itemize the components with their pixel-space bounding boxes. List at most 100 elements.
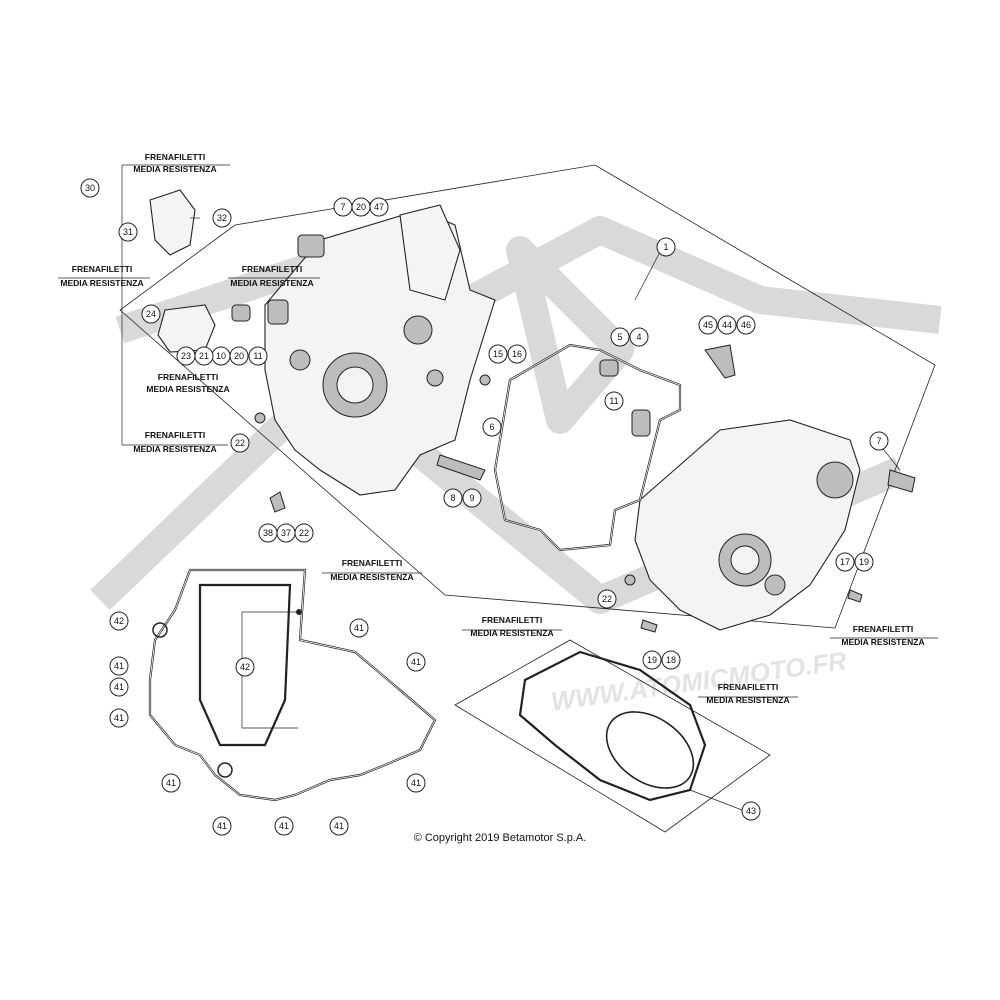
- callout-38[interactable]: 38: [258, 523, 278, 543]
- threadlocker-notes: FRENAFILETTI MEDIA RESISTENZA FRENAFILET…: [58, 152, 938, 705]
- svg-text:41: 41: [334, 821, 344, 831]
- callout-20-left[interactable]: 20: [229, 346, 249, 366]
- note-left-2: FRENAFILETTI MEDIA RESISTENZA: [228, 264, 320, 288]
- callout-41-j[interactable]: 41: [329, 816, 349, 836]
- callout-41-c[interactable]: 41: [109, 656, 129, 676]
- callout-7-right[interactable]: 7: [869, 431, 889, 451]
- svg-text:MEDIA RESISTENZA: MEDIA RESISTENZA: [470, 628, 553, 638]
- svg-text:43: 43: [746, 806, 756, 816]
- callout-41-a[interactable]: 41: [349, 618, 369, 638]
- callout-46[interactable]: 46: [736, 315, 756, 335]
- svg-text:9: 9: [469, 493, 474, 503]
- callout-42-left[interactable]: 42: [109, 611, 129, 631]
- callout-41-b[interactable]: 41: [406, 652, 426, 672]
- svg-text:FRENAFILETTI: FRENAFILETTI: [242, 264, 302, 274]
- callout-17[interactable]: 17: [835, 552, 855, 572]
- svg-text:23: 23: [181, 351, 191, 361]
- callout-8[interactable]: 8: [443, 488, 463, 508]
- svg-text:8: 8: [450, 493, 455, 503]
- svg-text:30: 30: [85, 183, 95, 193]
- callout-19-bottom[interactable]: 19: [642, 650, 662, 670]
- callout-22-right[interactable]: 22: [597, 589, 617, 609]
- note-left-1: FRENAFILETTI MEDIA RESISTENZA: [58, 264, 150, 288]
- svg-text:44: 44: [722, 320, 732, 330]
- svg-text:41: 41: [279, 821, 289, 831]
- callout-37[interactable]: 37: [276, 523, 296, 543]
- callout-10[interactable]: 10: [211, 346, 231, 366]
- svg-text:MEDIA RESISTENZA: MEDIA RESISTENZA: [706, 695, 789, 705]
- right-crankcase-half: [634, 419, 916, 631]
- callout-30[interactable]: 30: [80, 178, 100, 198]
- callout-41-h[interactable]: 41: [212, 816, 232, 836]
- svg-text:31: 31: [123, 227, 133, 237]
- svg-text:4: 4: [636, 332, 641, 342]
- callout-41-k[interactable]: 41: [0, 0, 302, 615]
- callout-11-left[interactable]: 11: [248, 346, 268, 366]
- callout-4[interactable]: 4: [629, 327, 649, 347]
- callout-43[interactable]: 43: [741, 801, 761, 821]
- svg-text:37: 37: [281, 528, 291, 538]
- svg-text:41: 41: [217, 821, 227, 831]
- svg-text:MEDIA RESISTENZA: MEDIA RESISTENZA: [230, 278, 313, 288]
- note-center-right: FRENAFILETTI MEDIA RESISTENZA: [462, 615, 562, 638]
- svg-text:FRENAFILETTI: FRENAFILETTI: [72, 264, 132, 274]
- callout-6[interactable]: 6: [482, 417, 502, 437]
- svg-text:24: 24: [146, 309, 156, 319]
- note-top-left: FRENAFILETTI MEDIA RESISTENZA: [122, 152, 230, 174]
- callout-47[interactable]: 47: [369, 197, 389, 217]
- svg-text:42: 42: [114, 616, 124, 626]
- callout-18[interactable]: 18: [661, 650, 681, 670]
- svg-text:41: 41: [166, 778, 176, 788]
- svg-text:11: 11: [253, 351, 262, 361]
- callout-24[interactable]: 24: [141, 304, 161, 324]
- callout-7-top[interactable]: 7: [333, 197, 353, 217]
- svg-text:6: 6: [489, 422, 494, 432]
- svg-text:20: 20: [356, 202, 366, 212]
- callout-41-g[interactable]: 41: [406, 773, 426, 793]
- svg-text:42: 42: [240, 662, 250, 672]
- svg-text:7: 7: [340, 202, 345, 212]
- callout-16[interactable]: 16: [507, 344, 527, 364]
- callout-11-center[interactable]: 11: [604, 391, 624, 411]
- svg-text:22: 22: [235, 438, 245, 448]
- callout-5[interactable]: 5: [610, 327, 630, 347]
- callout-44[interactable]: 44: [717, 315, 737, 335]
- callout-41-d[interactable]: 41: [109, 677, 129, 697]
- callout-20-top[interactable]: 20: [351, 197, 371, 217]
- callout-19-right[interactable]: 19: [854, 552, 874, 572]
- callout-23[interactable]: 23: [176, 346, 196, 366]
- callout-1[interactable]: 1: [656, 237, 676, 257]
- callout-41-i[interactable]: 41: [274, 816, 294, 836]
- svg-text:41: 41: [114, 661, 124, 671]
- svg-text:21: 21: [199, 351, 209, 361]
- svg-text:16: 16: [512, 349, 522, 359]
- callout-45[interactable]: 45: [698, 315, 718, 335]
- note-left-3: FRENAFILETTI MEDIA RESISTENZA: [146, 372, 229, 394]
- callout-32[interactable]: 32: [212, 208, 232, 228]
- callout-22-bottom[interactable]: 22: [294, 523, 314, 543]
- svg-text:41: 41: [411, 657, 421, 667]
- svg-text:17: 17: [840, 557, 850, 567]
- callout-31[interactable]: 31: [118, 222, 138, 242]
- svg-text:5: 5: [617, 332, 622, 342]
- svg-text:22: 22: [299, 528, 309, 538]
- svg-text:32: 32: [217, 213, 227, 223]
- callout-21[interactable]: 21: [194, 346, 214, 366]
- svg-text:MEDIA RESISTENZA: MEDIA RESISTENZA: [146, 384, 229, 394]
- center-gasket: [493, 343, 682, 552]
- svg-text:MEDIA RESISTENZA: MEDIA RESISTENZA: [330, 572, 413, 582]
- small-parts: [149, 189, 863, 633]
- callout-22-left[interactable]: 22: [230, 433, 250, 453]
- svg-text:41: 41: [411, 778, 421, 788]
- svg-text:FRENAFILETTI: FRENAFILETTI: [158, 372, 218, 382]
- svg-text:20: 20: [234, 351, 244, 361]
- callout-41-e[interactable]: 41: [109, 708, 129, 728]
- callout-15[interactable]: 15: [488, 344, 508, 364]
- svg-text:47: 47: [374, 202, 384, 212]
- callout-41-f[interactable]: 41: [161, 773, 181, 793]
- svg-text:38: 38: [263, 528, 273, 538]
- callout-42-center[interactable]: 42: [235, 657, 255, 677]
- callout-9[interactable]: 9: [462, 488, 482, 508]
- svg-text:22: 22: [602, 594, 612, 604]
